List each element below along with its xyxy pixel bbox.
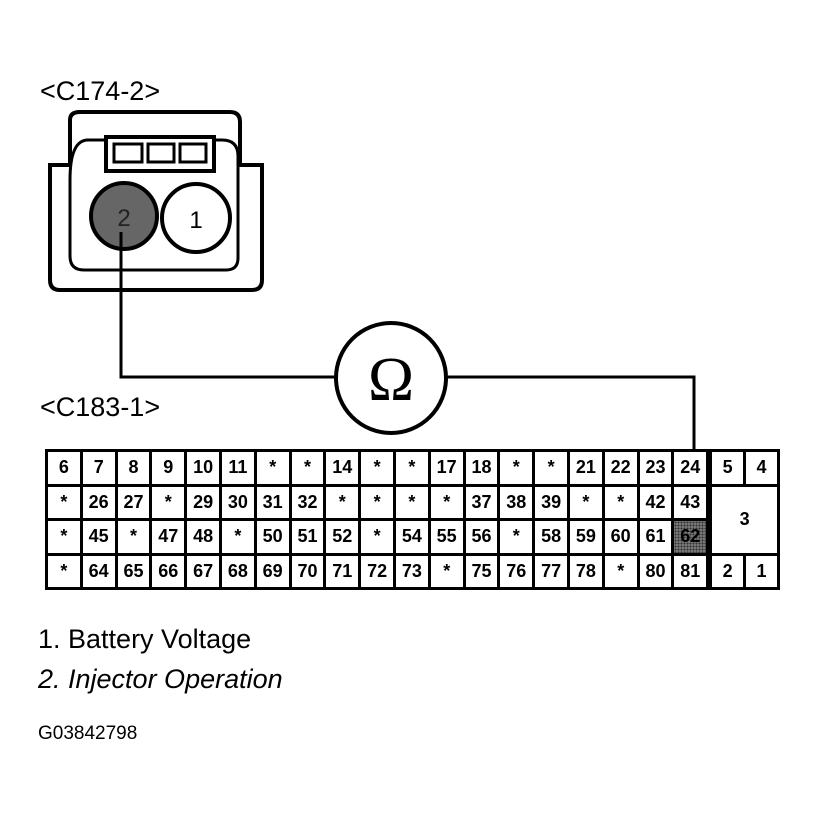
pin-cell: 72 — [361, 555, 393, 587]
pin-cell: 32 — [291, 486, 324, 518]
pin-cell: 29 — [187, 486, 219, 518]
pin-cell: 48 — [187, 521, 219, 553]
pin-cell: 3 — [712, 486, 777, 553]
ohm-symbol: Ω — [368, 346, 414, 414]
pin-cell: 42 — [639, 486, 672, 518]
pin-cell: 73 — [396, 555, 428, 587]
pin-2-label: 2 — [117, 205, 130, 232]
pin-cell: 50 — [256, 521, 289, 553]
pin-cell: 47 — [152, 521, 185, 553]
pin-cell: 14 — [326, 452, 359, 484]
pin-cell: 69 — [256, 555, 289, 587]
pin-cell: * — [361, 521, 393, 553]
pin-cell: 43 — [674, 486, 707, 518]
pin-cell: 1 — [746, 555, 777, 587]
pin-cell: 26 — [82, 486, 115, 518]
pin-cell: * — [396, 486, 428, 518]
pin-cell: * — [500, 521, 533, 553]
pin-cell: 39 — [535, 486, 567, 518]
pin-cell: 27 — [117, 486, 150, 518]
pin-cell: * — [396, 452, 428, 484]
pin-cell: * — [117, 521, 150, 553]
pin-cell: 52 — [326, 521, 359, 553]
pin-cell: 60 — [604, 521, 637, 553]
legend-item-2: 2. Injector Operation — [38, 664, 283, 694]
pin-cell: 45 — [82, 521, 115, 553]
pin-cell: * — [326, 486, 359, 518]
pin-cell: 78 — [570, 555, 602, 587]
pin-cell: * — [291, 452, 324, 484]
pin-cell: 51 — [291, 521, 324, 553]
pin-cell: 7 — [82, 452, 115, 484]
pin-cell: * — [48, 521, 80, 553]
pin-cell: 23 — [639, 452, 672, 484]
pin-cell: 76 — [500, 555, 533, 587]
pin-cell: 66 — [152, 555, 185, 587]
pin-cell: 31 — [256, 486, 289, 518]
pin-cell: 56 — [465, 521, 498, 553]
pin-cell: * — [430, 555, 463, 587]
pin-cell: 6 — [48, 452, 80, 484]
pin-cell: 55 — [430, 521, 463, 553]
test-lead-wire — [119, 232, 336, 379]
connector-c174-label: <C174-2> — [40, 76, 161, 106]
pin-cell: 9 — [152, 452, 185, 484]
pin-cell: 54 — [396, 521, 428, 553]
pin-cell: 81 — [674, 555, 707, 587]
connector-c174-body — [48, 110, 264, 292]
pin-cell: 75 — [465, 555, 498, 587]
pin-cell: 62 — [674, 521, 707, 553]
pin-cell: 58 — [535, 521, 567, 553]
pin-cell: 64 — [82, 555, 115, 587]
pin-1-label: 1 — [189, 207, 202, 234]
pin-cell: * — [535, 452, 567, 484]
pin-cell: * — [430, 486, 463, 518]
pin-cell: 10 — [187, 452, 219, 484]
pin-cell: 18 — [465, 452, 498, 484]
figure-id: G03842798 — [38, 723, 138, 744]
pin-cell: * — [222, 521, 254, 553]
pin-1-circle — [160, 182, 232, 254]
pin-cell: * — [361, 452, 393, 484]
pin-cell: * — [570, 486, 602, 518]
pin-cell: 38 — [500, 486, 533, 518]
pin-cell: 24 — [674, 452, 707, 484]
pin-cell: 70 — [291, 555, 324, 587]
pin-cell: 61 — [639, 521, 672, 553]
pin-cell: 68 — [222, 555, 254, 587]
pin-cell: 37 — [465, 486, 498, 518]
pin-cell: * — [500, 452, 533, 484]
pin-cell: * — [604, 486, 637, 518]
pin-2-circle — [89, 181, 159, 251]
pin-cell: 30 — [222, 486, 254, 518]
pin-cell: * — [361, 486, 393, 518]
pin-cell: 71 — [326, 555, 359, 587]
legend-item-1: 1. Battery Voltage — [38, 624, 252, 654]
ohmmeter-icon — [334, 321, 448, 435]
pin-cell: 17 — [430, 452, 463, 484]
pin-cell: * — [48, 486, 80, 518]
pin-cell: * — [152, 486, 185, 518]
pin-cell: 4 — [746, 452, 777, 484]
pin-cell: 67 — [187, 555, 219, 587]
pin-cell: * — [256, 452, 289, 484]
pin-cell: 80 — [639, 555, 672, 587]
pin-cell: 2 — [712, 555, 744, 587]
pin-cell: 22 — [604, 452, 637, 484]
connector-c183-label: <C183-1> — [40, 392, 161, 422]
pin-cell: * — [604, 555, 637, 587]
pin-cell: 11 — [222, 452, 254, 484]
pin-cell: * — [48, 555, 80, 587]
pin-cell: 21 — [570, 452, 602, 484]
pin-cell: 77 — [535, 555, 567, 587]
pin-cell: 5 — [712, 452, 744, 484]
pin-cell: 8 — [117, 452, 150, 484]
pin-cell: 65 — [117, 555, 150, 587]
pin-cell: 59 — [570, 521, 602, 553]
